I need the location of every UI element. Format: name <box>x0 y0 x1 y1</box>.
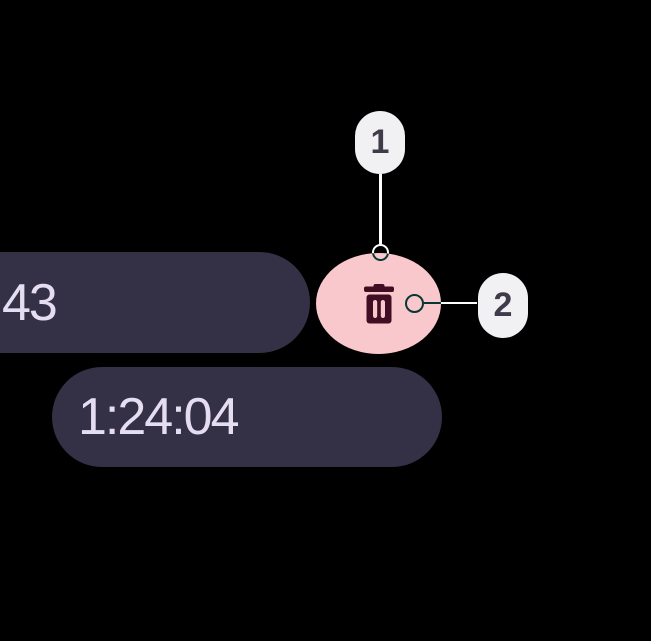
total-time-pill: 1:24:04 <box>52 367 442 467</box>
lap-time-pill: 43 <box>0 252 310 353</box>
total-time-text: 1:24:04 <box>78 388 239 446</box>
callout-1-label: 1 <box>370 123 390 161</box>
lap-time-text: 43 <box>2 273 58 332</box>
callout-badge-2: 2 <box>478 273 528 338</box>
callout-1-line <box>379 174 382 244</box>
callout-2-label: 2 <box>493 286 513 324</box>
callout-badge-1: 1 <box>355 111 405 174</box>
callout-2-line <box>424 301 477 304</box>
callout-2-ring <box>404 293 424 313</box>
trash-icon <box>362 283 396 324</box>
callout-1-ring <box>371 244 389 261</box>
